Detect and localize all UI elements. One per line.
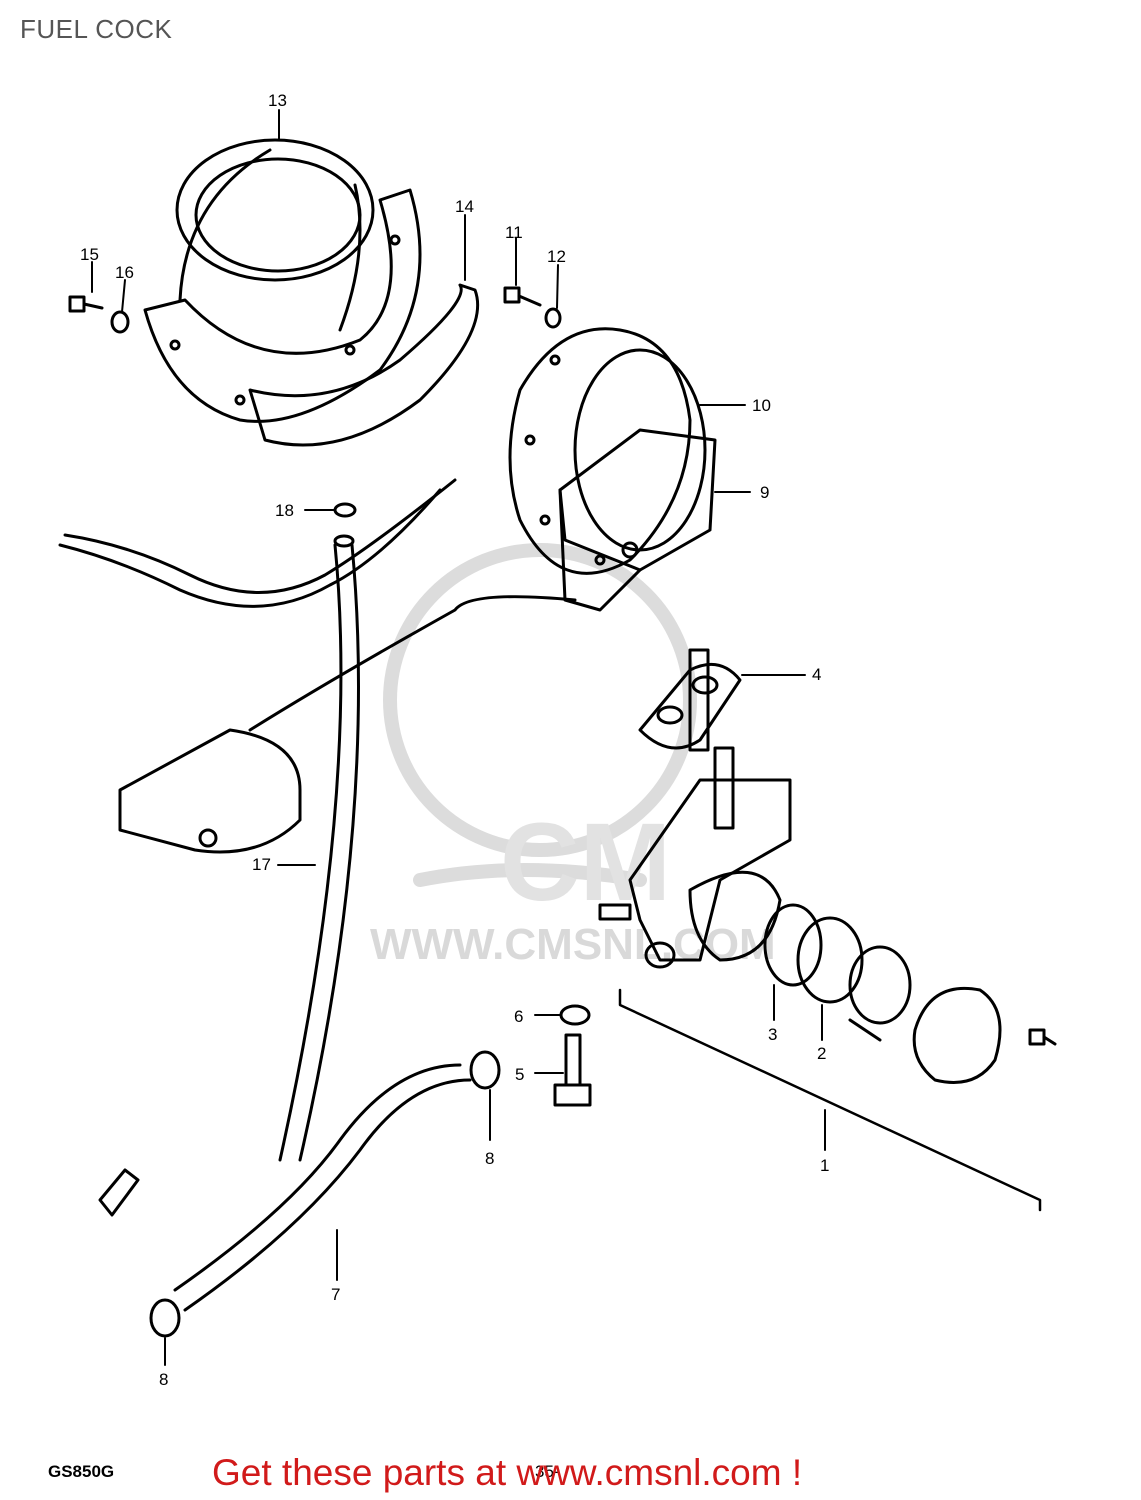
- callout-7: 7: [331, 1285, 340, 1304]
- hose-clamp-8a-part: [469, 1050, 501, 1090]
- callout-17: 17: [252, 855, 271, 874]
- callout-2: 2: [817, 1044, 826, 1063]
- callout-1: 1: [820, 1156, 829, 1175]
- page-number: 35-: [535, 1462, 560, 1481]
- float-arm-part: [118, 595, 577, 854]
- diaphragm-3-part: [763, 903, 823, 987]
- callout-11: 11: [505, 223, 523, 242]
- promo-banner-text: Get these parts at www.cmsnl.com !: [212, 1452, 803, 1493]
- callout-6: 6: [514, 1007, 523, 1026]
- watermark-logo: CM: [383, 543, 697, 924]
- callout-9: 9: [760, 483, 769, 502]
- callout-13: 13: [268, 91, 287, 110]
- washer-16-part: [110, 310, 130, 334]
- breather-hose-part: [58, 478, 457, 608]
- callout-18: 18: [275, 501, 294, 520]
- hose-17-part: [278, 534, 360, 1162]
- callout-14: 14: [455, 197, 474, 216]
- bolt-15-part: [68, 295, 104, 313]
- cover-part: [848, 945, 1057, 1084]
- callout-3: 3: [768, 1025, 777, 1044]
- washer-12-part: [544, 307, 562, 329]
- callout-10: 10: [752, 396, 771, 415]
- o-ring-2-part: [796, 916, 864, 1004]
- callout-12: 12: [547, 247, 566, 266]
- callout-5: 5: [515, 1065, 524, 1084]
- callout-8a: 8: [485, 1149, 494, 1168]
- assembly-bracket-1: [618, 988, 1042, 1212]
- svg-text:CM: CM: [500, 801, 671, 924]
- bolt-11-part: [503, 286, 542, 307]
- callout-8b: 8: [159, 1370, 168, 1389]
- fuel-sender-unit-part: [558, 428, 717, 612]
- hose-clamp-8b-part: [149, 1298, 181, 1338]
- gauge-flange-part: [508, 327, 707, 575]
- gasket-4-part: [638, 662, 742, 750]
- hose-7-part: [173, 1063, 472, 1312]
- callout-15: 15: [80, 245, 99, 264]
- mounting-ring-part: [175, 138, 375, 332]
- fuel-cock-body-part: [598, 648, 792, 969]
- front-direction-marker: [98, 1168, 140, 1217]
- cushion-strip-part: [143, 188, 480, 447]
- page-title: FUEL COCK: [20, 14, 173, 44]
- washer-6-part: [559, 1004, 591, 1026]
- callout-16: 16: [115, 263, 134, 282]
- model-code: GS850G: [48, 1462, 115, 1481]
- clip-18-part: [333, 502, 357, 518]
- callout-4: 4: [812, 665, 821, 684]
- leader-lines: [91, 109, 826, 1366]
- screw-5-part: [553, 1033, 592, 1107]
